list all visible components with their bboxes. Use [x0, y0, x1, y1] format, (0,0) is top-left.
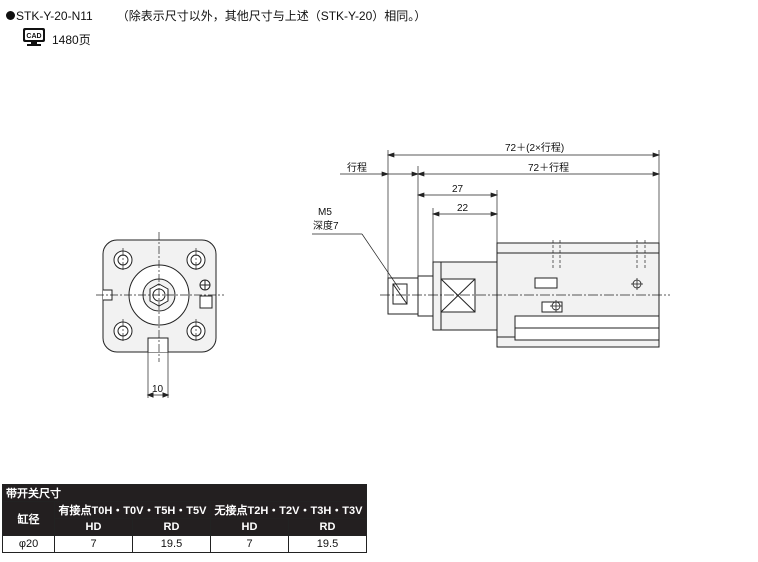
cell-rd2: 19.5: [288, 535, 367, 553]
cad-icon[interactable]: CAD: [22, 27, 46, 47]
page-reference[interactable]: 1480页: [52, 33, 91, 47]
col-rd-1: RD: [132, 518, 211, 536]
model-number: STK-Y-20-N11: [16, 9, 93, 23]
dim-22: 22: [457, 203, 469, 214]
cell-rd1: 19.5: [132, 535, 211, 553]
depth-label: 深度7: [313, 219, 339, 232]
thread-label: M5: [318, 207, 332, 218]
cell-hd1: 7: [54, 535, 133, 553]
front-view: [96, 232, 224, 398]
bullet-icon: [6, 11, 15, 20]
switch-dimension-table: 带开关尺寸 缸径 有接点T0H・T0V・T5H・T5V 无接点T2H・T2V・T…: [2, 484, 367, 553]
dim-total-length: 72＋(2×行程): [505, 141, 564, 154]
cell-bore: φ20: [2, 535, 55, 553]
col-rd-2: RD: [288, 518, 367, 536]
side-view: [312, 150, 670, 348]
bore-header: 缸径: [2, 501, 55, 536]
technical-drawing: 10 72＋(2×行程) 行程 72＋行程 27 22 M5 深度7: [96, 141, 670, 398]
table-row: φ20 7 19.5 7 19.5: [2, 535, 367, 553]
dim-stroke: 行程: [347, 161, 367, 174]
col-hd-1: HD: [54, 518, 133, 536]
table-title: 带开关尺寸: [2, 484, 367, 502]
group-contact-header: 有接点T0H・T0V・T5H・T5V: [54, 501, 211, 519]
dim-72-plus-stroke: 72＋行程: [528, 161, 569, 174]
header-line: STK-Y-20-N11 （除表示尺寸以外，其他尺寸与上述（STK-Y-20）相同…: [6, 7, 426, 24]
dim-width-10: 10: [152, 384, 164, 395]
cad-label: CAD: [26, 33, 41, 40]
col-hd-2: HD: [210, 518, 289, 536]
dim-27: 27: [452, 184, 464, 195]
cell-hd2: 7: [210, 535, 289, 553]
group-contactless-header: 无接点T2H・T2V・T3H・T3V: [210, 501, 367, 519]
header-note: （除表示尺寸以外，其他尺寸与上述（STK-Y-20）相同。）: [116, 9, 427, 23]
